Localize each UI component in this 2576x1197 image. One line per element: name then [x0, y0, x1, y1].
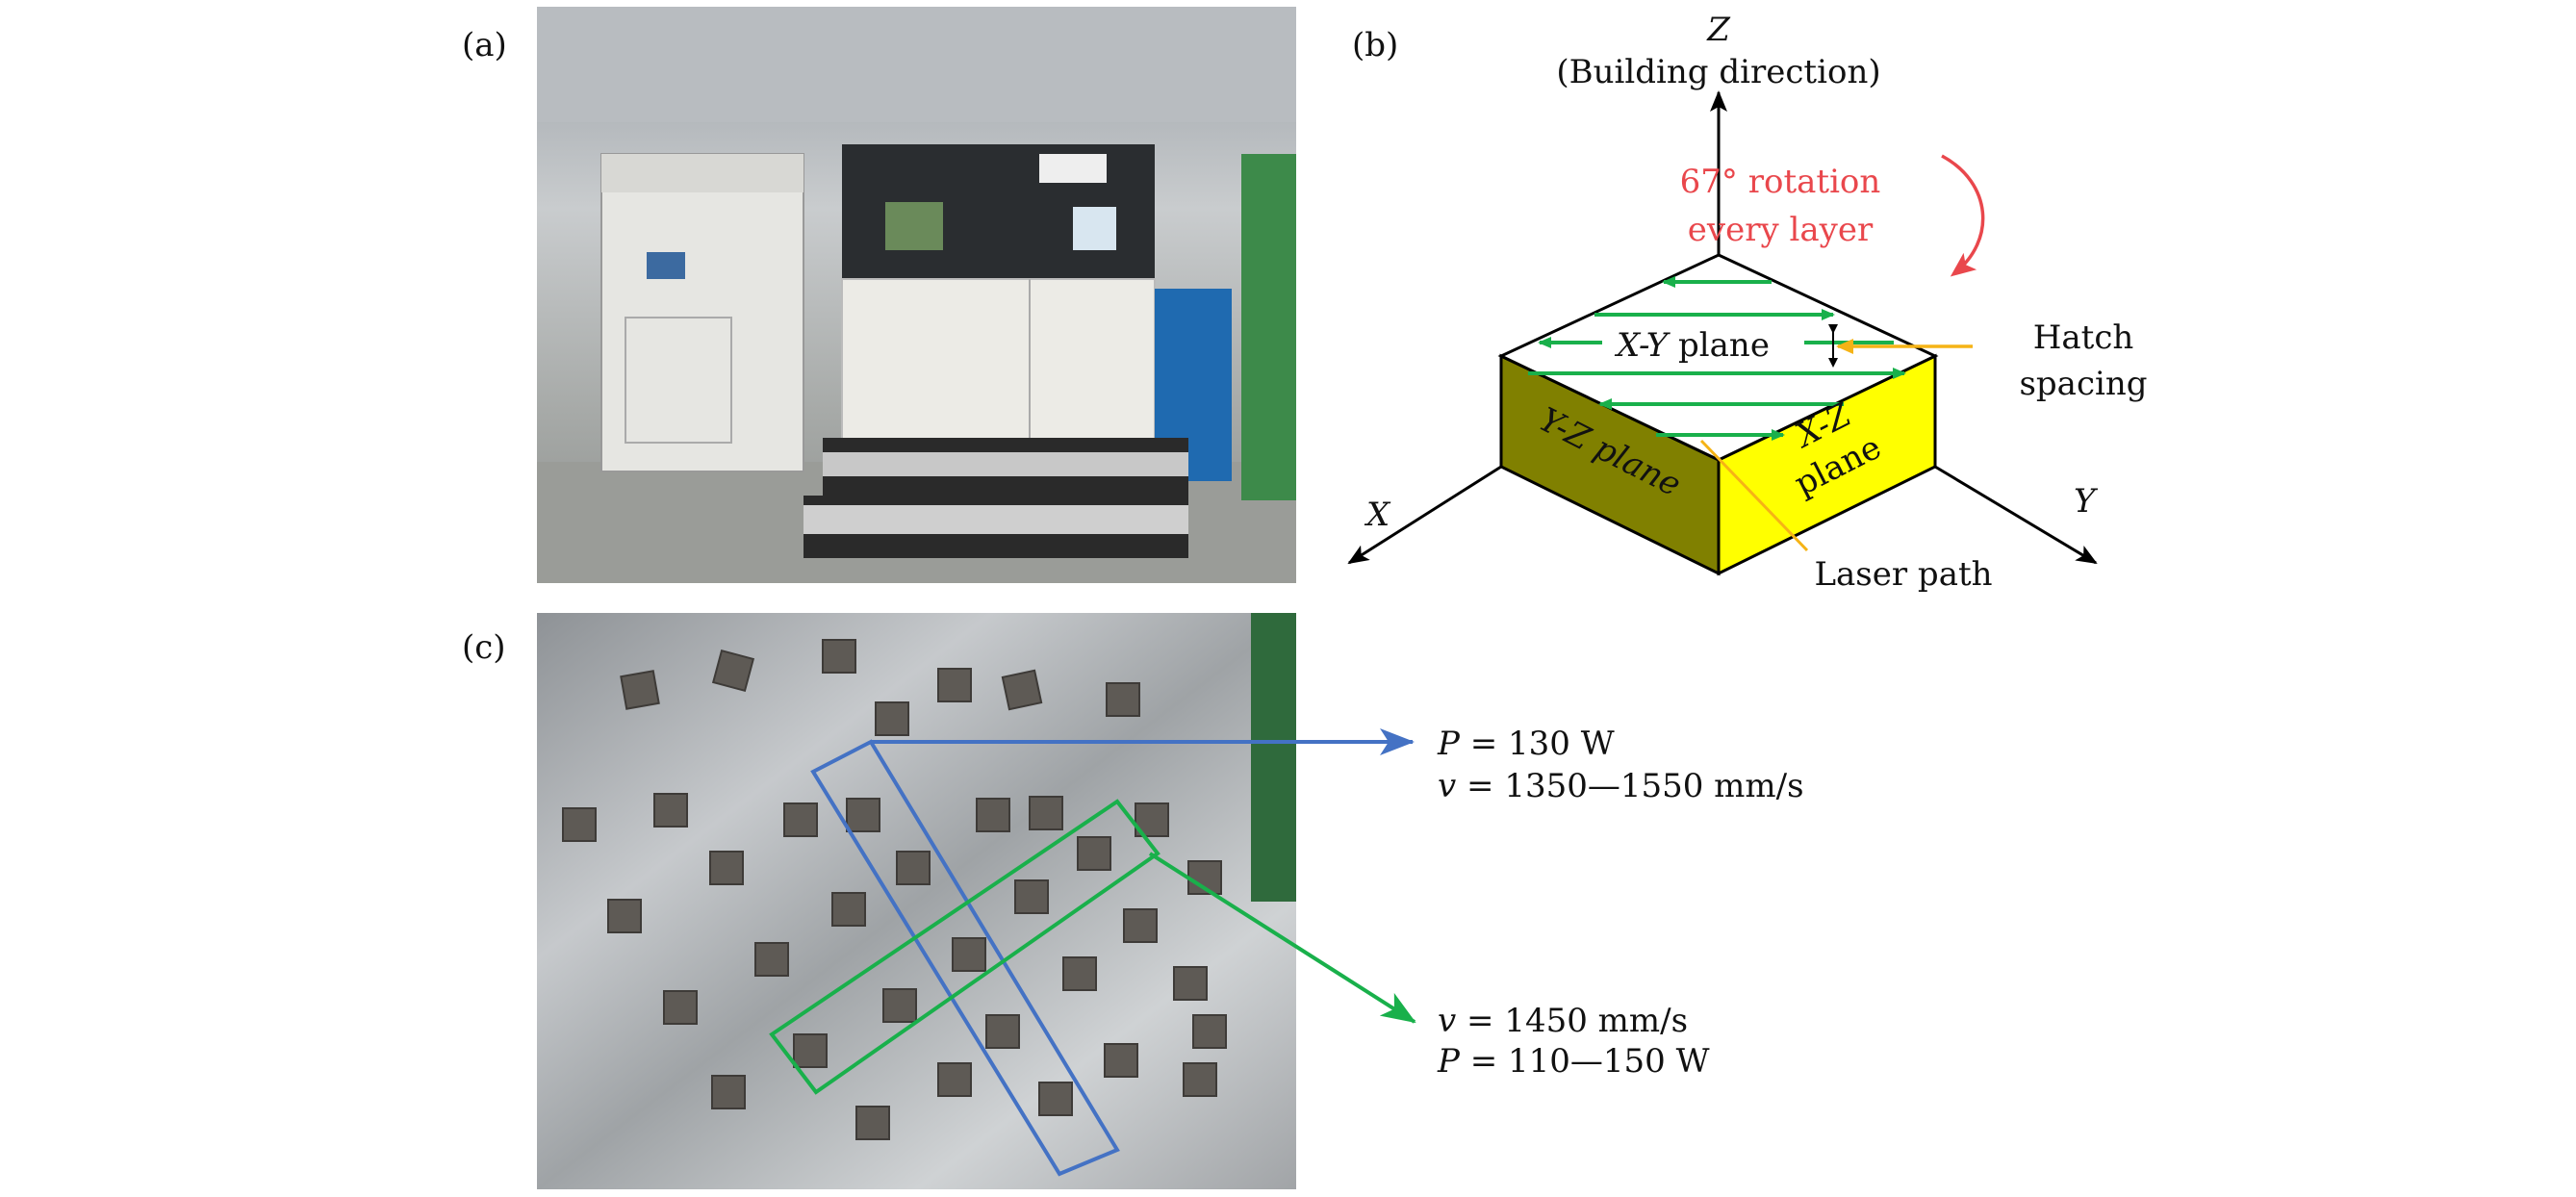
panel-b-label: (b) — [1352, 26, 1398, 64]
rotation-arrow — [1941, 154, 1985, 277]
sample-cubes — [562, 639, 1227, 1140]
green-group-speed: v = 1450 mm/s — [1438, 1002, 1688, 1040]
hatch-label-line2: spacing — [2019, 365, 2147, 403]
y-axis-arrow — [1934, 465, 2098, 565]
printer-photo — [537, 7, 1296, 583]
green-selection-box — [769, 799, 1160, 1095]
laser-path-label: Laser path — [1814, 555, 1992, 594]
panel-c-label: (c) — [462, 628, 506, 667]
x-axis-arrow — [1347, 465, 1502, 565]
z-axis-label: Z — [1706, 11, 1731, 49]
green-group-power: P = 110—150 W — [1437, 1042, 1710, 1081]
y-axis-label: Y — [2074, 482, 2099, 521]
xy-plane-label: X-Y plane — [1614, 326, 1770, 365]
green-callout-arrow — [1148, 852, 1416, 1024]
blue-selection-box — [810, 739, 1120, 1177]
blue-group-power: P = 130 W — [1437, 725, 1615, 763]
rotation-text-line2: every layer — [1688, 211, 1874, 249]
panel-a-label: (a) — [462, 26, 507, 64]
rotation-text-line1: 67° rotation — [1680, 163, 1881, 201]
hatch-label-line1: Hatch — [2033, 318, 2134, 357]
laser-path-pointer — [1699, 439, 1809, 552]
xy-label-bg — [1602, 327, 1804, 362]
build-plate-photo — [537, 613, 1296, 1189]
blue-group-speed: v = 1350—1550 mm/s — [1438, 767, 1804, 805]
x-axis-label: X — [1364, 496, 1391, 534]
building-direction-caption: (Building direction) — [1556, 53, 1880, 91]
